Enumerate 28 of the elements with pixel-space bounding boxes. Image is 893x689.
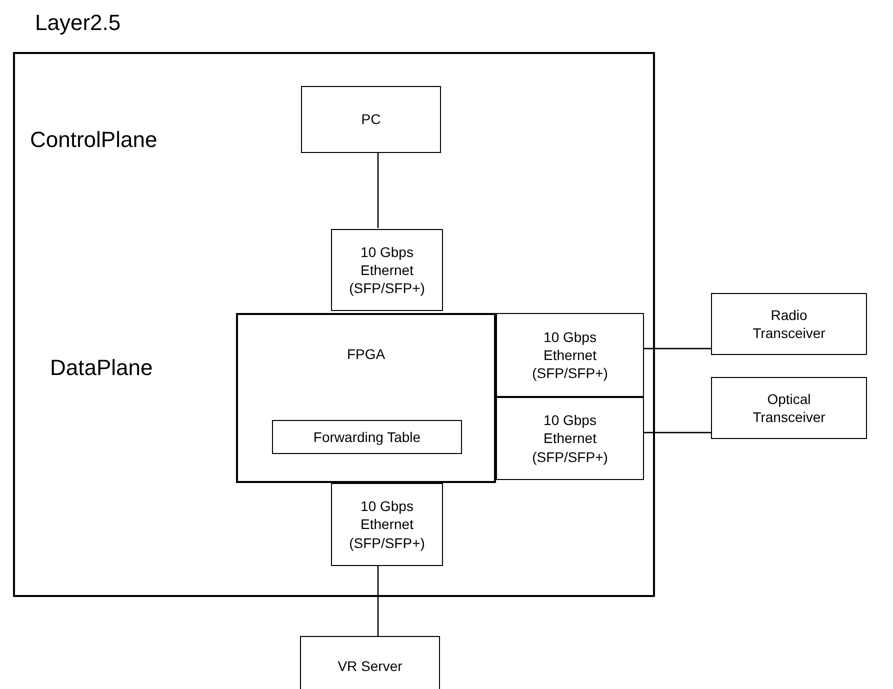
box-label: VR Server (338, 656, 402, 676)
process-box (496, 397, 644, 480)
box-label: Optical Transceiver (752, 390, 826, 426)
connector-line (377, 565, 379, 636)
container-box (13, 52, 655, 597)
diagram-title: Layer2.5 (35, 10, 121, 36)
box-label: 10 Gbps Ethernet (SFP/SFP+) (531, 411, 609, 466)
plane-label: ControlPlane (30, 127, 158, 153)
box-label: 10 Gbps Ethernet (SFP/SFP+) (348, 497, 426, 552)
process-box (496, 313, 644, 397)
box-label: PC (361, 110, 381, 129)
box-label: Radio Transceiver (752, 306, 826, 342)
box-label: 10 Gbps Ethernet (SFP/SFP+) (531, 328, 609, 382)
process-box (331, 229, 443, 311)
process-box (300, 636, 440, 689)
process-box (272, 420, 462, 454)
process-box (711, 293, 867, 355)
process-box (331, 483, 443, 566)
process-box (301, 86, 441, 153)
connector-line (643, 348, 711, 350)
plane-label: DataPlane (50, 355, 153, 381)
connector-line (377, 152, 379, 228)
box-label: FPGA (346, 345, 386, 364)
process-box (711, 377, 867, 439)
connector-line (643, 432, 711, 434)
box-label: Forwarding Table (313, 428, 421, 446)
process-box (236, 313, 496, 483)
box-label: 10 Gbps Ethernet (SFP/SFP+) (348, 242, 426, 298)
